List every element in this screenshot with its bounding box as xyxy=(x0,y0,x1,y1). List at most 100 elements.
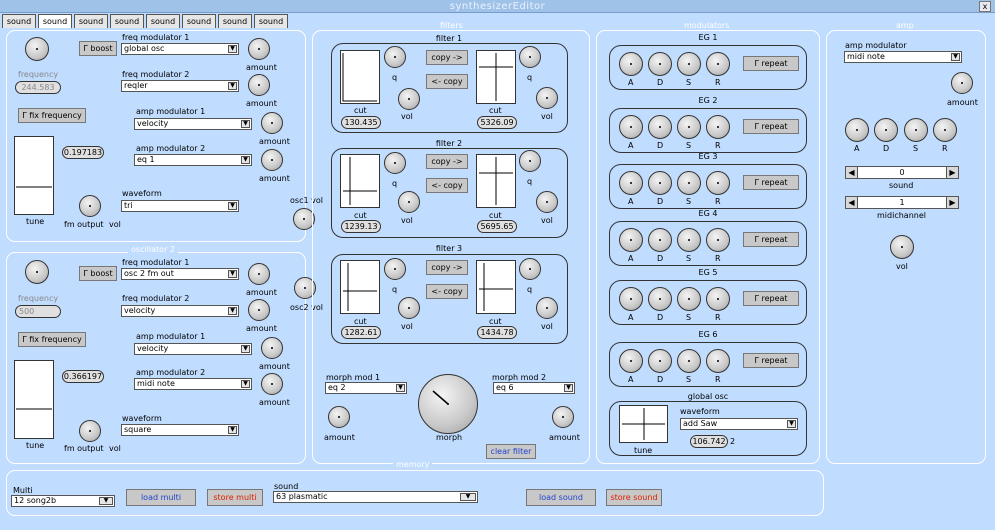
global-osc-value[interactable]: 106.742 xyxy=(690,435,728,448)
filter2-left-vol-knob[interactable] xyxy=(398,191,420,213)
osc1-amp-mod2-select[interactable]: eq 1▼ xyxy=(134,154,252,166)
osc2-fix-frequency-toggle[interactable]: Γ fix frequency xyxy=(18,332,86,347)
filter3-left-q-knob[interactable] xyxy=(384,258,406,280)
tab-sound-2[interactable]: sound xyxy=(38,14,72,28)
amp-release-knob[interactable] xyxy=(933,118,957,142)
store-sound-button[interactable]: store sound xyxy=(606,489,662,506)
osc2-tune-slider[interactable] xyxy=(14,360,54,439)
morph-mod2-select[interactable]: eq 6▼ xyxy=(493,382,575,394)
osc1-frequency-knob[interactable] xyxy=(25,37,49,61)
osc2-frequency-knob[interactable] xyxy=(25,260,49,284)
osc2-freq-mod1-amount-knob[interactable] xyxy=(248,263,270,285)
eg4-sustain-knob[interactable] xyxy=(677,228,701,252)
osc2-fm-output-knob[interactable] xyxy=(79,420,101,442)
amp-vol-knob[interactable] xyxy=(890,235,914,259)
eg2-repeat-toggle[interactable]: Γ repeat xyxy=(743,119,799,134)
sound-select[interactable]: 63 plasmatic▼ xyxy=(273,491,478,503)
osc1-amp-mod2-amount-knob[interactable] xyxy=(261,149,283,171)
eg2-sustain-knob[interactable] xyxy=(677,115,701,139)
filter2-left-cut-value[interactable]: 1239.13 xyxy=(341,220,381,233)
triangle-left-icon[interactable]: ◀ xyxy=(846,167,858,178)
eg6-decay-knob[interactable] xyxy=(648,349,672,373)
filter1-right-q-knob[interactable] xyxy=(519,46,541,68)
eg4-repeat-toggle[interactable]: Γ repeat xyxy=(743,232,799,247)
osc2-boost-toggle[interactable]: Γ boost xyxy=(79,266,117,281)
filter1-right-envelope[interactable] xyxy=(476,50,516,104)
tab-sound-5[interactable]: sound xyxy=(146,14,180,28)
eg4-decay-knob[interactable] xyxy=(648,228,672,252)
eg3-decay-knob[interactable] xyxy=(648,171,672,195)
morph-knob[interactable] xyxy=(418,374,478,434)
amp-sound-spinner[interactable]: ◀ 0 ▶ xyxy=(845,166,959,179)
osc1-out-vol-knob[interactable] xyxy=(293,208,315,230)
filter2-right-cut-value[interactable]: 5695.65 xyxy=(477,220,517,233)
filter3-left-envelope[interactable] xyxy=(340,260,380,314)
triangle-right-icon[interactable]: ▶ xyxy=(946,197,958,208)
osc1-waveform-select[interactable]: tri▼ xyxy=(121,200,239,212)
morph-mod1-select[interactable]: eq 2▼ xyxy=(325,382,407,394)
eg5-attack-knob[interactable] xyxy=(619,287,643,311)
osc1-boost-toggle[interactable]: Γ boost xyxy=(79,41,117,56)
eg3-repeat-toggle[interactable]: Γ repeat xyxy=(743,175,799,190)
eg2-attack-knob[interactable] xyxy=(619,115,643,139)
tab-sound-8[interactable]: sound xyxy=(254,14,288,28)
clear-filter-button[interactable]: clear filter xyxy=(486,444,536,459)
eg6-release-knob[interactable] xyxy=(706,349,730,373)
eg3-sustain-knob[interactable] xyxy=(677,171,701,195)
eg5-release-knob[interactable] xyxy=(706,287,730,311)
tab-sound-3[interactable]: sound xyxy=(74,14,108,28)
eg6-sustain-knob[interactable] xyxy=(677,349,701,373)
filter1-right-vol-knob[interactable] xyxy=(536,87,558,109)
load-sound-button[interactable]: load sound xyxy=(526,489,596,506)
osc2-out-vol-knob[interactable] xyxy=(294,277,316,299)
filter1-left-vol-knob[interactable] xyxy=(398,88,420,110)
osc1-freq-mod2-amount-knob[interactable] xyxy=(248,74,270,96)
osc1-freq-mod2-select[interactable]: reqler▼ xyxy=(121,80,239,92)
eg5-decay-knob[interactable] xyxy=(648,287,672,311)
osc2-amp-mod2-amount-knob[interactable] xyxy=(261,373,283,395)
eg2-decay-knob[interactable] xyxy=(648,115,672,139)
filter3-copy-right-button[interactable]: copy -> xyxy=(426,260,468,275)
filter2-left-q-knob[interactable] xyxy=(384,152,406,174)
global-osc-waveform-select[interactable]: add Saw▼ xyxy=(680,418,798,430)
eg5-sustain-knob[interactable] xyxy=(677,287,701,311)
eg2-release-knob[interactable] xyxy=(706,115,730,139)
amp-sustain-knob[interactable] xyxy=(904,118,928,142)
eg1-decay-knob[interactable] xyxy=(648,52,672,76)
eg4-attack-knob[interactable] xyxy=(619,228,643,252)
osc2-freq-mod2-amount-knob[interactable] xyxy=(248,299,270,321)
osc1-amp-mod1-amount-knob[interactable] xyxy=(261,112,283,134)
filter1-copy-right-button[interactable]: copy -> xyxy=(426,50,468,65)
filter3-left-cut-value[interactable]: 1282.61 xyxy=(341,326,381,339)
eg4-release-knob[interactable] xyxy=(706,228,730,252)
tab-sound-6[interactable]: sound xyxy=(182,14,216,28)
osc2-waveform-select[interactable]: square▼ xyxy=(121,424,239,436)
osc1-tune-value[interactable]: 0.197183 xyxy=(62,146,104,159)
amp-modulator-amount-knob[interactable] xyxy=(951,72,973,94)
store-multi-button[interactable]: store multi xyxy=(207,489,263,506)
osc1-fm-output-knob[interactable] xyxy=(79,195,101,217)
filter1-left-envelope[interactable] xyxy=(340,50,380,104)
amp-decay-knob[interactable] xyxy=(874,118,898,142)
filter3-right-envelope[interactable] xyxy=(476,260,516,314)
triangle-right-icon[interactable]: ▶ xyxy=(946,167,958,178)
osc2-frequency-value[interactable]: 500 xyxy=(15,305,61,318)
eg3-attack-knob[interactable] xyxy=(619,171,643,195)
global-osc-tune-pad[interactable] xyxy=(619,405,668,443)
triangle-left-icon[interactable]: ◀ xyxy=(846,197,858,208)
osc1-freq-mod1-select[interactable]: global osc▼ xyxy=(121,43,239,55)
filter3-right-vol-knob[interactable] xyxy=(536,297,558,319)
morph-mod1-amount-knob[interactable] xyxy=(328,406,350,428)
amp-modulator-select[interactable]: midi note▼ xyxy=(844,51,962,63)
eg1-attack-knob[interactable] xyxy=(619,52,643,76)
osc1-fix-frequency-toggle[interactable]: Γ fix frequency xyxy=(18,108,86,123)
filter1-copy-left-button[interactable]: <- copy xyxy=(426,74,468,89)
filter2-right-envelope[interactable] xyxy=(476,154,516,208)
osc1-tune-slider[interactable] xyxy=(14,136,54,215)
filter3-left-vol-knob[interactable] xyxy=(398,297,420,319)
osc2-freq-mod1-select[interactable]: osc 2 fm out▼ xyxy=(121,268,239,280)
osc1-frequency-value[interactable]: 244.583 xyxy=(15,81,61,94)
eg1-repeat-toggle[interactable]: Γ repeat xyxy=(743,56,799,71)
eg1-sustain-knob[interactable] xyxy=(677,52,701,76)
load-multi-button[interactable]: load multi xyxy=(126,489,196,506)
